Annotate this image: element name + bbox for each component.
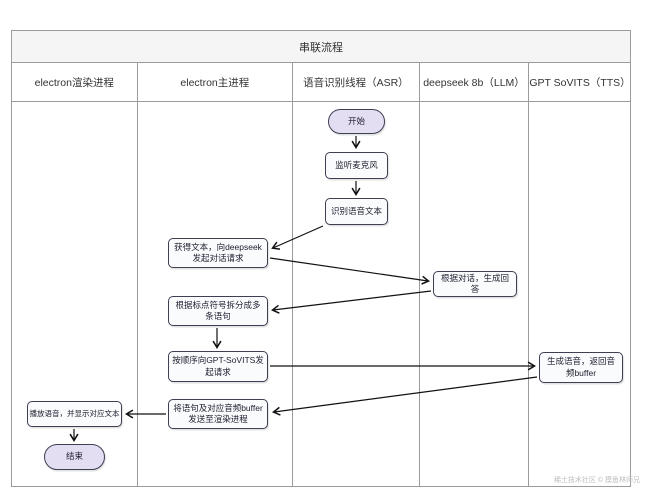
lane-header-electron-main: electron主进程 [138,63,294,101]
lane-tts [529,102,630,487]
node-request-gpt-sovits: 按顺序向GPT-SoVITS发起请求 [168,351,268,382]
node-play-audio-show-text: 播放语音，并显示对应文本 [27,401,122,427]
lane-header-asr: 语音识别线程（ASR） [293,63,420,101]
node-get-text-request-deepseek: 获得文本，向deepseek发起对话请求 [168,238,268,268]
lane-electron-render [12,102,138,487]
watermark-text: 稀土技术社区 © 摸鱼林师兄 [553,477,640,484]
node-end: 结束 [44,444,105,470]
lane-header-row: electron渲染进程 electron主进程 语音识别线程（ASR） dee… [12,63,631,102]
node-listen-mic: 监听麦克风 [325,152,388,179]
diagram-title: 串联流程 [12,31,630,63]
node-send-to-render: 将语句及对应音频buffer发送至渲染进程 [168,399,268,429]
node-start: 开始 [328,109,385,134]
lane-body-row [12,102,630,487]
node-split-sentences: 根据标点符号拆分成多条语句 [168,296,268,326]
lane-header-llm: deepseek 8b（LLM） [420,63,530,101]
node-recognize-text: 识别语音文本 [325,198,388,225]
node-generate-answer: 根据对话，生成回答 [433,271,517,297]
lane-header-tts: GPT SoVITS（TTS） [529,76,631,89]
lane-header-electron-render: electron渲染进程 [12,63,138,101]
lane-electron-main [138,102,294,487]
node-generate-speech-buffer: 生成语音，返回音频buffer [539,352,623,383]
lane-llm [420,102,530,487]
